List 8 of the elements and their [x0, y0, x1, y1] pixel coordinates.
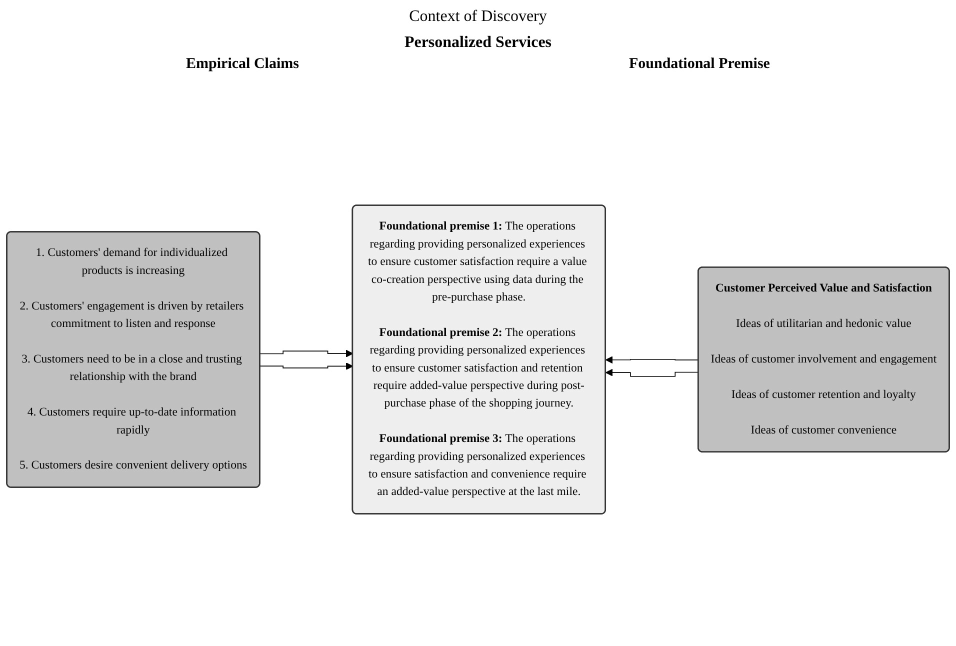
loop-label: Empirical Claims — [186, 56, 299, 73]
arrow — [260, 350, 354, 358]
arrow — [605, 356, 699, 364]
arrow — [260, 362, 354, 370]
diagram-title: Context of Discovery — [409, 8, 547, 26]
subtitle: Personalized Services — [404, 34, 552, 52]
arrow — [605, 368, 699, 377]
loop-label: Foundational Premise — [628, 56, 770, 73]
